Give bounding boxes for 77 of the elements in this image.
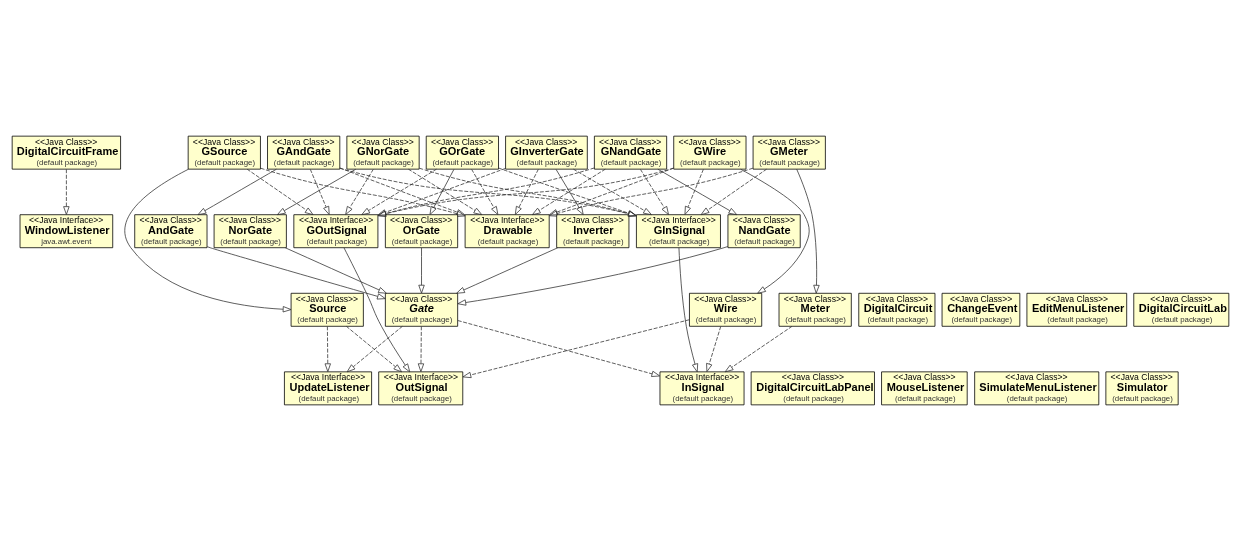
arrow [657, 168, 738, 215]
node-box: <<Java Interface>> GOutSignal (default package) [293, 213, 379, 248]
arrow [548, 167, 675, 215]
node-box: <<Java Class>> Meter (default package) [778, 292, 852, 327]
node-box: <<Java Class>> DigitalCircuitLab (default package) [1133, 292, 1230, 327]
arrow [724, 325, 793, 372]
arrow [548, 167, 754, 217]
node-box: <<Java Interface>> WindowListener java.awt.event [19, 213, 114, 248]
node-box: <<Java Interface>> InSignal (default package) [659, 370, 745, 405]
arrow [471, 168, 499, 215]
arrow [573, 168, 652, 215]
arrow [377, 167, 595, 217]
arrow [462, 318, 690, 378]
arrow [457, 245, 729, 306]
arrow [408, 168, 483, 215]
arrow [124, 168, 292, 312]
node-box: <<Java Class>> Simulator (default package) [1105, 370, 1179, 405]
arrow [429, 168, 455, 215]
node-box: <<Java Class>> GNandGate (default package) [593, 135, 668, 170]
arrow [700, 168, 767, 215]
node-box: <<Java Class>> Inverter (default package) [556, 213, 630, 248]
arrow [361, 168, 437, 215]
node-box: <<Java Class>> GAndGate (default package) [267, 135, 341, 170]
arrow [418, 167, 637, 217]
node-box: <<Java Class>> AndGate (default package) [134, 213, 208, 248]
arrow [498, 167, 637, 216]
arrow [324, 325, 331, 372]
node-box: <<Java Class>> GInverterGate (default package) [505, 135, 588, 170]
node-box: <<Java Class>> GWire (default package) [673, 135, 747, 170]
arrow [206, 245, 386, 299]
node-box: <<Java Interface>> GInSignal (default package) [636, 213, 721, 248]
arrow [796, 168, 820, 294]
arrow [456, 246, 559, 294]
arrow [640, 168, 669, 215]
arrow [197, 168, 277, 215]
node-box: <<Java Class>> MouseListener (default package) [881, 370, 968, 405]
node-box: <<Java Class>> Wire (default package) [689, 292, 763, 327]
node-box: <<Java Class>> GOrGate (default package) [425, 135, 499, 170]
node-box: <<Java Class>> NorGate (default package) [213, 213, 287, 248]
arrow [377, 167, 506, 215]
node-box: <<Java Interface>> OutSignal (default package) [378, 370, 464, 405]
node-box: <<Java Interface>> Drawable (default package) [464, 213, 550, 248]
arrow [532, 168, 606, 215]
arrow [260, 167, 466, 217]
node-box: <<Java Interface>> UpdateListener (default package) [284, 370, 373, 405]
arrow [345, 168, 374, 215]
arrow [377, 167, 674, 217]
node-box: <<Java Class>> Source (default package) [290, 292, 364, 327]
arrow [309, 168, 330, 215]
arrow [339, 167, 637, 217]
node-box: <<Java Class>> Gate (default package) [385, 292, 459, 327]
node-box: <<Java Class>> NandGate (default package) [727, 213, 801, 248]
arrow [555, 168, 584, 215]
node-box: <<Java Class>> DigitalCircuit (default package) [858, 292, 936, 327]
node-box: <<Java Class>> DigitalCircuitLabPanel (default package) [750, 370, 875, 405]
node-box: <<Java Class>> EditMenuListener (default package) [1026, 292, 1128, 327]
arrow [457, 319, 661, 377]
arrow [684, 168, 704, 215]
node-box: <<Java Class>> OrGate (default package) [385, 213, 459, 248]
node-box: <<Java Class>> GNorGate (default package) [346, 135, 420, 170]
arrow [339, 167, 466, 215]
node-box: <<Java Class>> SimulateMenuListener (default package) [974, 370, 1100, 405]
arrow [63, 168, 70, 215]
arrow [706, 325, 722, 372]
node-box: <<Java Class>> GMeter (default package) [752, 135, 826, 170]
node-box: <<Java Class>> GSource (default package) [187, 135, 261, 170]
arrow [678, 246, 699, 372]
arrow [740, 168, 810, 294]
arrow [246, 168, 314, 215]
arrow [514, 168, 539, 215]
arrow [417, 325, 425, 372]
arrow [418, 247, 425, 293]
arrow [284, 246, 387, 294]
node-box: <<Java Class>> DigitalCircuitFrame (default package) [11, 135, 121, 170]
arrow [277, 168, 357, 215]
node-box: <<Java Class>> ChangeEvent (default package) [941, 292, 1021, 327]
arrow [343, 246, 411, 372]
